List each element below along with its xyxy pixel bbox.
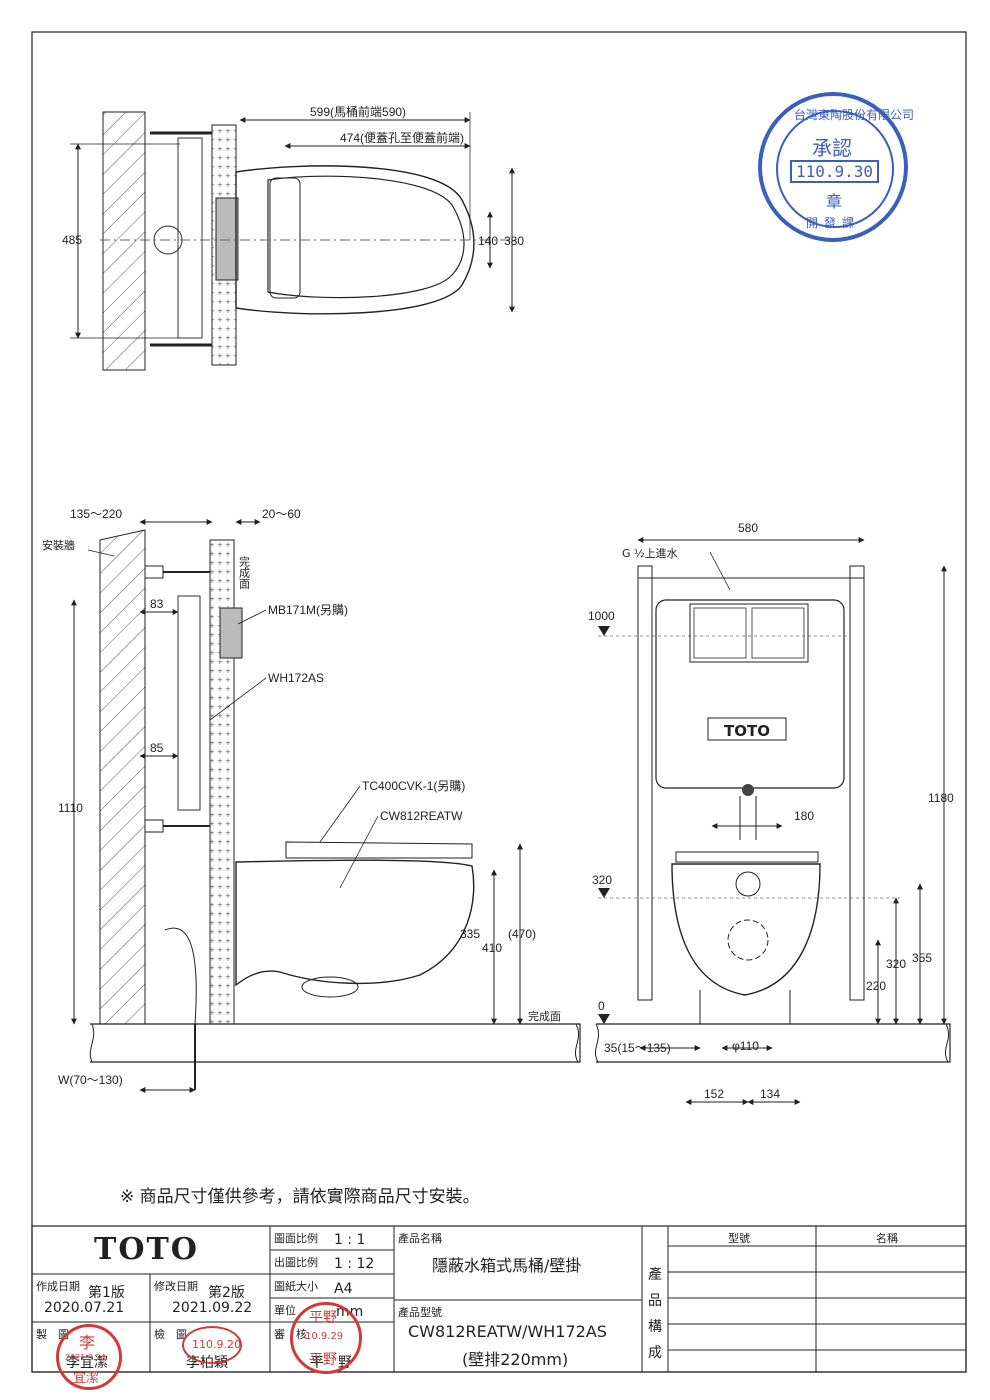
dim-474: 474(便蓋孔至便蓋前端) — [340, 130, 464, 145]
front-seat — [675, 851, 819, 863]
dim-580: 580 — [738, 521, 758, 535]
output-scale-label: 出圖比例 — [274, 1256, 318, 1269]
front-floor — [596, 1023, 951, 1063]
label-inlet: G ½上進水 — [622, 547, 678, 560]
stamp-date: 110.9.30 — [790, 160, 880, 183]
front-brand: TOTO — [724, 722, 770, 740]
title-block-grid — [31, 1225, 967, 1373]
top-view: 599(馬桶前端590) 474(便蓋孔至便蓋前端) 485 140 380 — [62, 104, 524, 371]
drawing-scale: 1 : 1 — [334, 1232, 366, 1248]
paper-size-label: 圖紙大小 — [274, 1280, 318, 1293]
front-flush-plate — [689, 603, 809, 663]
dim-140: 140 — [478, 234, 498, 248]
top-wall — [102, 111, 146, 371]
stamp-approve: 承認 — [812, 136, 852, 160]
label-floor-finish: 完成面 — [528, 1009, 561, 1023]
front-tank — [655, 599, 845, 789]
top-bowl-outline — [235, 165, 475, 315]
unit-label: 單位 — [274, 1304, 296, 1317]
drawn-stamp: 李 2021.9.24 宜潔 — [56, 1324, 122, 1390]
approved-stamp: 平野 10.9.29 平野 — [290, 1302, 362, 1374]
approved-stamp-top: 平野 — [309, 1310, 337, 1326]
drawn-stamp-bottom: 宜潔 — [73, 1371, 100, 1386]
front-bowl — [671, 863, 821, 996]
side-bowl — [235, 859, 475, 987]
dim-485: 485 — [62, 233, 82, 247]
drawn-stamp-top: 李 — [79, 1333, 96, 1352]
label-finish-vertical: 完成面 — [238, 555, 251, 589]
toto-logo: TOTO — [94, 1232, 199, 1267]
model-col-header: 型號 — [728, 1232, 750, 1245]
dim-w: W(70～130) — [58, 1073, 123, 1087]
dim-83: 83 — [150, 597, 164, 611]
part-mb171m: MB171M(另購) — [268, 603, 348, 617]
dim-335: 335 — [460, 927, 480, 941]
part-tc400cvk: TC400CVK-1(另購) — [362, 779, 465, 793]
dim-135-220: 135～220 — [70, 507, 122, 521]
part-cw812reatw: CW812REATW — [380, 809, 463, 823]
stamp-seal: 章 — [826, 192, 843, 211]
side-floor — [90, 1023, 581, 1063]
side-frame — [177, 595, 201, 811]
checked-stamp-date: 110.9.20 — [192, 1338, 241, 1351]
stamp-dept: 開發課 — [806, 216, 861, 230]
level-320: 320 — [592, 873, 612, 887]
side-view: 135～220 20～60 安裝牆 完成面 83 85 1110 MB171M(… — [42, 507, 581, 1093]
dim-320: 320 — [886, 957, 906, 971]
front-view: TOTO 580 G ½上進水 1000 320 — [588, 521, 954, 1105]
checked-label: 檢 圖 — [154, 1328, 187, 1341]
top-seat-outline — [267, 175, 465, 299]
approved-stamp-date: 10.9.29 — [305, 1331, 344, 1342]
top-frame — [177, 137, 203, 339]
dim-599: 599(馬桶前端590) — [310, 104, 406, 119]
revised-date: 2021.09.22 — [172, 1300, 253, 1316]
dim-85: 85 — [150, 741, 164, 755]
side-wall — [99, 529, 146, 1025]
dim-20-60: 20～60 — [262, 507, 301, 521]
disclaimer-note: ※ 商品尺寸僅供參考，請依實際商品尺寸安裝。 — [120, 1187, 480, 1207]
dim-355: 355 — [912, 951, 932, 965]
paper-size: A4 — [334, 1281, 353, 1297]
part-wh172as: WH172AS — [268, 671, 324, 685]
side-plate — [219, 607, 243, 659]
dim-134: 134 — [760, 1087, 780, 1101]
checked-stamp: 110.9.20 — [182, 1326, 242, 1364]
product-name-label: 產品名稱 — [398, 1232, 442, 1245]
dim-180: 180 — [794, 809, 814, 823]
dim-380: 380 — [504, 234, 524, 248]
level-1000: 1000 — [588, 609, 615, 623]
drawn-stamp-date: 2021.9.24 — [65, 1353, 106, 1362]
created-date: 2020.07.21 — [44, 1300, 125, 1316]
front-brand-plate — [707, 717, 787, 741]
drawing-scale-label: 圖面比例 — [274, 1232, 318, 1245]
product-model-label: 產品型號 — [398, 1306, 442, 1319]
approved-stamp-bottom: 平野 — [309, 1352, 337, 1368]
version-1: 第1版 — [88, 1285, 125, 1301]
level-0: 0 — [598, 999, 605, 1013]
output-scale: 1 : 12 — [334, 1256, 375, 1272]
approval-stamp: 台灣東陶股份有限公司 承認 110.9.30 章 開發課 — [758, 92, 914, 242]
created-label: 作成日期 — [36, 1280, 80, 1293]
dim-1110: 1110 — [58, 801, 83, 815]
product-model: CW812REATW/WH172AS — [408, 1322, 607, 1341]
version-2: 第2版 — [208, 1285, 245, 1301]
product-model-sub: (壁排220mm) — [462, 1350, 569, 1369]
dim-470: (470) — [508, 927, 536, 941]
stamp-company: 台灣東陶股份有限公司 — [794, 108, 915, 122]
revised-label: 修改日期 — [154, 1280, 198, 1293]
dim-35: 35(15～135) — [604, 1041, 671, 1055]
dim-410: 410 — [482, 941, 502, 955]
name-col-header: 名稱 — [876, 1232, 898, 1245]
product-name: 隱蔽水箱式馬桶/壁掛 — [432, 1256, 582, 1275]
dim-220: 220 — [866, 979, 886, 993]
side-seat — [285, 841, 473, 859]
dim-1180: 1180 — [928, 791, 954, 805]
label-install-wall: 安裝牆 — [42, 538, 75, 552]
dim-110: φ110 — [732, 1039, 759, 1053]
dim-152: 152 — [704, 1087, 724, 1101]
composition-label: 產品構成 — [648, 1267, 662, 1361]
top-plate — [215, 197, 239, 281]
